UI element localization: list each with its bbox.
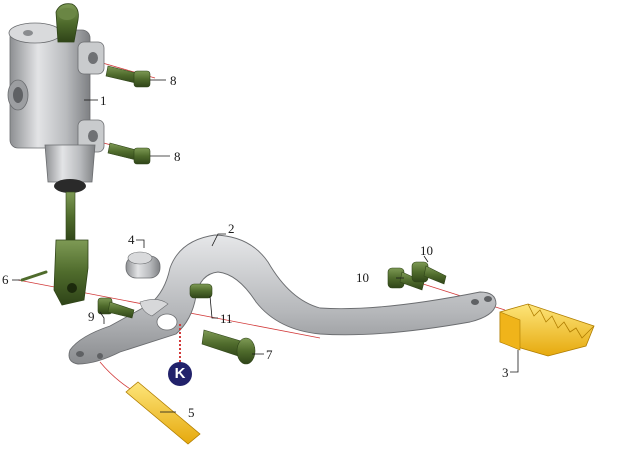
bolt-part-11 (189, 283, 213, 299)
callout-leaders (12, 79, 519, 413)
callout-2: 2 (228, 221, 235, 236)
callout-10-right: 10 (420, 243, 433, 258)
callout-7: 7 (266, 347, 273, 362)
bolt-part-8-upper (105, 65, 151, 88)
footpeg-tip-part-3 (499, 303, 595, 357)
k-marker-badge: K (168, 362, 192, 386)
callout-5: 5 (188, 405, 195, 420)
pivot-bolt-part-7 (201, 329, 256, 365)
callout-1: 1 (100, 93, 107, 108)
callout-8-upper: 8 (170, 73, 177, 88)
master-cylinder-part-1 (7, 3, 105, 193)
cotter-pin-part-6 (20, 270, 48, 282)
callout-8-lower: 8 (174, 149, 181, 164)
callout-4: 4 (128, 232, 135, 247)
pushrod-clevis (53, 191, 89, 306)
spring-part-5 (125, 381, 201, 445)
bushing-part-4 (125, 251, 161, 279)
callout-11: 11 (220, 311, 233, 326)
bolt-part-10-right (411, 261, 447, 285)
callout-3: 3 (502, 365, 509, 380)
callout-10-left: 10 (356, 270, 369, 285)
bolt-part-8-lower (107, 142, 151, 165)
bolt-part-9 (97, 297, 135, 319)
callout-9: 9 (88, 309, 95, 324)
callout-6: 6 (2, 272, 9, 287)
brake-pedal-part-2 (68, 234, 497, 365)
